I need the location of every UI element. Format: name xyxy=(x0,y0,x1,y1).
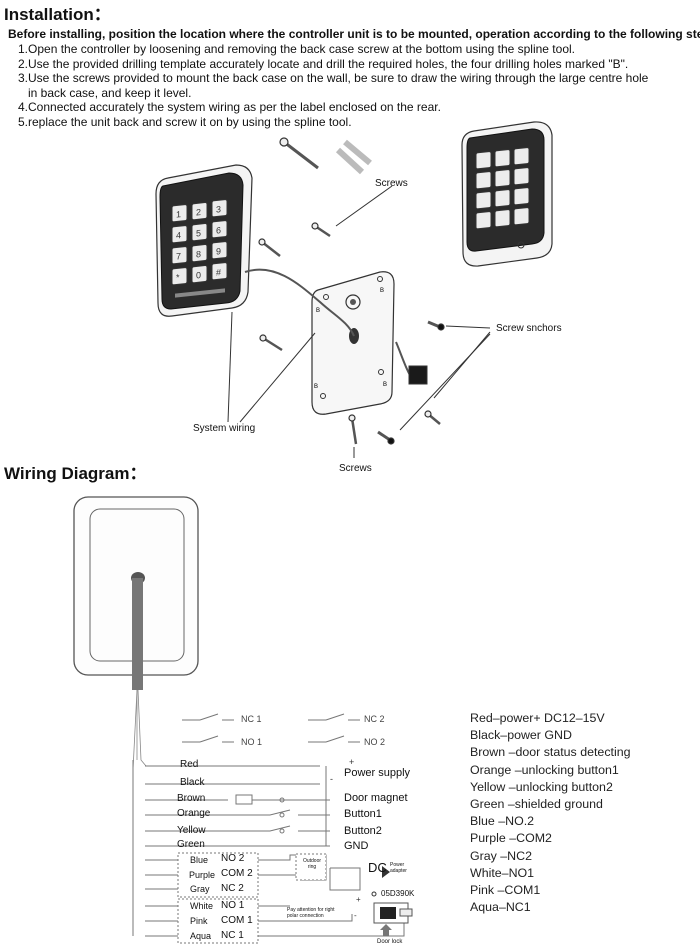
svg-text:1: 1 xyxy=(176,209,181,219)
terminal-nc2: NC 2 xyxy=(221,883,244,894)
legend-item: Yellow –unlocking button2 xyxy=(470,779,613,794)
svg-text:3: 3 xyxy=(216,204,221,214)
wiring-title: Wiring Diagram： xyxy=(4,464,147,483)
legend-item: Orange –unlocking button1 xyxy=(470,762,619,777)
svg-text:+: + xyxy=(349,757,354,767)
label-door-lock: Door lock xyxy=(377,939,403,945)
wire-blue: Blue xyxy=(190,855,209,865)
svg-text:*: * xyxy=(176,272,180,282)
svg-text:9: 9 xyxy=(216,246,221,256)
svg-text:6: 6 xyxy=(216,225,221,235)
screws-group xyxy=(258,137,445,445)
label-gnd: GND xyxy=(344,840,369,852)
svg-text:4: 4 xyxy=(176,230,181,240)
cable-bundle xyxy=(132,578,143,690)
label-button2: Button2 xyxy=(344,825,382,837)
installation-intro: Before installing, position the location… xyxy=(8,27,700,41)
label-power-adapter: Power adapter xyxy=(390,862,407,874)
label-power-supply: Power supply xyxy=(344,767,411,779)
label-system-wiring: System wiring xyxy=(193,423,256,434)
wire-legend: Red–power+ DC12–15V Black–power GND Brow… xyxy=(470,710,631,916)
label-door-magnet: Door magnet xyxy=(344,792,408,804)
legend-item: Blue –NO.2 xyxy=(470,814,535,829)
wire-aqua: Aqua xyxy=(190,931,212,941)
svg-text:0: 0 xyxy=(196,270,201,280)
svg-text:-: - xyxy=(354,911,357,920)
legend-item: Pink –COM1 xyxy=(470,883,541,898)
legend-item: White–NO1 xyxy=(470,865,535,880)
svg-text:5: 5 xyxy=(196,228,201,238)
wire-black: Black xyxy=(180,777,205,788)
terminal-nc1: NC 1 xyxy=(221,930,244,941)
legend-item: Red–power+ DC12–15V xyxy=(470,711,605,725)
svg-text:B: B xyxy=(383,382,387,388)
wire-pink: Pink xyxy=(190,916,208,926)
step-3: 3.Use the screws provided to mount the b… xyxy=(18,71,649,86)
legend-item: Green –shielded ground xyxy=(470,797,603,812)
installation-title: Installation： xyxy=(4,5,111,24)
svg-text:2: 2 xyxy=(196,207,201,217)
label-dc: DC xyxy=(368,860,387,875)
contact-no1: NO 1 xyxy=(241,737,263,747)
svg-text:8: 8 xyxy=(196,249,201,259)
label-outdoor-ring: Outdoor ring xyxy=(302,858,322,870)
back-case: B B B B xyxy=(311,271,395,415)
contact-no2: NO 2 xyxy=(364,737,386,747)
legend-item: Aqua–NC1 xyxy=(470,900,531,915)
step-5: 5.replace the unit back and screw it on … xyxy=(18,114,352,129)
label-polar-note: Pay attention for right polar connection xyxy=(287,907,335,919)
terminal-no2: NO 2 xyxy=(221,853,245,864)
terminal-no1: NO 1 xyxy=(221,900,245,911)
step-1: 1.Open the controller by loosening and r… xyxy=(18,42,575,56)
wire-white: White xyxy=(190,901,214,911)
wire-gray: Gray xyxy=(190,884,210,894)
contact-nc1: NC 1 xyxy=(241,714,262,724)
wire-red: Red xyxy=(180,759,199,770)
label-screws-bottom: Screws xyxy=(339,463,372,474)
terminal-com2: COM 2 xyxy=(221,868,253,879)
label-screw-anchors: Screw snchors xyxy=(496,323,562,334)
step-2: 2.Use the provided drilling template acc… xyxy=(18,56,629,71)
wire-yellow: Yellow xyxy=(177,825,206,836)
label-diode: 05D390K xyxy=(381,889,415,898)
keypad-unit-left: 1 2 4 5 7 8 * 0 3 6 9 # xyxy=(155,164,253,317)
svg-text:B: B xyxy=(316,308,320,314)
installation-steps: 1.Open the controller by loosening and r… xyxy=(18,42,648,130)
svg-text:+: + xyxy=(356,895,361,904)
step-4: 4.Connected accurately the system wiring… xyxy=(18,100,441,115)
terminal-com1: COM 1 xyxy=(221,915,253,926)
legend-item: Black–power GND xyxy=(470,728,572,743)
svg-text:-: - xyxy=(330,774,333,784)
label-button1: Button1 xyxy=(344,808,382,820)
keypad-unit-right xyxy=(461,121,553,267)
svg-text:B: B xyxy=(314,384,318,390)
wire-green: Green xyxy=(177,839,205,850)
wire-purple: Purple xyxy=(189,870,216,880)
svg-text:B: B xyxy=(380,288,384,294)
label-screws-top: Screws xyxy=(375,178,408,189)
legend-item: Gray –NC2 xyxy=(470,848,532,863)
svg-text:#: # xyxy=(216,267,221,277)
wire-brown: Brown xyxy=(177,793,206,804)
contact-nc2: NC 2 xyxy=(364,714,385,724)
svg-text:7: 7 xyxy=(176,251,181,261)
wire-orange: Orange xyxy=(177,808,211,819)
step-3-cont: in back case, and keep it level. xyxy=(18,85,192,100)
legend-item: Brown –door status detecting xyxy=(470,745,631,760)
legend-item: Purple –COM2 xyxy=(470,831,552,846)
